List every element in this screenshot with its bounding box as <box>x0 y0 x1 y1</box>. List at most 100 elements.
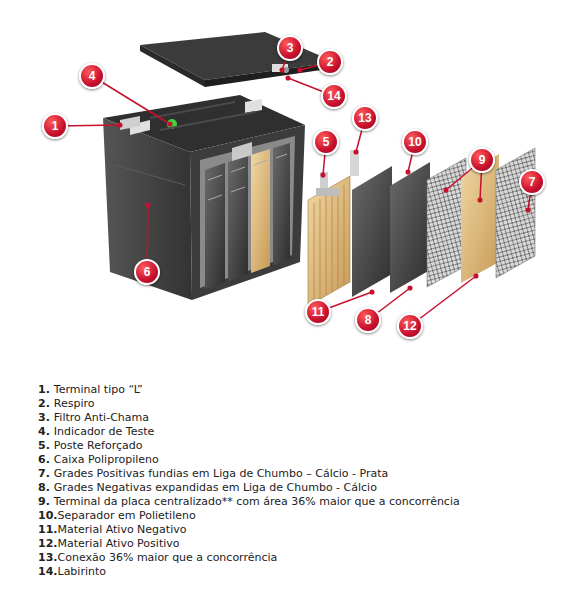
item-text: Indicador de Teste <box>54 425 154 438</box>
item-text: Respiro <box>54 397 95 410</box>
illustration-part <box>140 45 205 87</box>
illustration-part <box>205 163 225 289</box>
item-text: Filtro Anti-Chama <box>54 411 149 424</box>
callout-number: 13 <box>358 112 371 124</box>
item-number: 6. <box>38 453 50 466</box>
item-number: 12. <box>38 537 58 550</box>
illustration-part <box>408 286 412 290</box>
callout-number: 12 <box>403 320 416 332</box>
item-number: 7. <box>38 467 50 480</box>
callout-circle: 5 <box>313 129 339 155</box>
positive-grid <box>496 148 535 278</box>
item-number: 1. <box>38 383 50 396</box>
callout-number: 8 <box>365 314 372 326</box>
item-text: Conexão 36% maior que a concorrência <box>58 551 278 564</box>
callout-circle: 13 <box>352 105 378 131</box>
illustration-part <box>200 136 295 288</box>
callout-circle: 3 <box>277 35 303 61</box>
callout-circle: 8 <box>355 307 381 333</box>
illustration-part <box>273 143 290 265</box>
illustration-part <box>474 274 478 278</box>
callout-circle: 2 <box>317 49 343 75</box>
illustration-part <box>120 116 140 130</box>
item-number: 10. <box>38 509 58 522</box>
illustration-part <box>280 68 284 72</box>
item-text: Grades Negativas expandidas em Liga de C… <box>54 481 377 494</box>
callout-circle: 4 <box>79 63 105 89</box>
illustration-part <box>150 102 255 130</box>
item-text: Material Ativo Positivo <box>58 537 180 550</box>
battery-lid <box>140 32 335 87</box>
legend-row: 1. Terminal tipo “L” <box>38 383 143 396</box>
illustration-part <box>140 32 335 80</box>
legend-row: 5.Poste Reforçado <box>38 439 142 452</box>
item-text: Material Ativo Negativo <box>58 523 187 536</box>
callout-circle: 6 <box>134 259 160 285</box>
item-number: 4. <box>38 425 50 438</box>
illustration-part <box>208 154 287 200</box>
illustration-part <box>314 185 344 302</box>
illustration-part <box>354 150 358 154</box>
illustration-part <box>316 188 340 196</box>
callout-circle: 12 <box>397 313 423 339</box>
illustration-part <box>205 62 335 87</box>
item-number: 14. <box>38 565 58 578</box>
item-number: 13. <box>38 551 58 564</box>
illustration-part <box>478 198 482 202</box>
callout-number: 11 <box>312 306 325 318</box>
callout-number: 6 <box>144 266 151 278</box>
callout-circle: 7 <box>519 169 545 195</box>
illustration-part <box>272 64 288 72</box>
callout-circle: 1 <box>42 113 68 139</box>
callout-number: 10 <box>408 136 421 148</box>
illustration-part <box>308 176 350 306</box>
illustration-part <box>146 203 150 207</box>
illustration-part <box>370 290 374 294</box>
legend-row: 12.Material Ativo Positivo <box>38 537 180 550</box>
illustration-part <box>286 76 290 80</box>
callout-number: 5 <box>323 136 330 148</box>
negative-plate <box>390 162 430 293</box>
battery-case <box>103 95 305 300</box>
illustration-part <box>298 68 302 72</box>
item-number: 2. <box>38 397 50 410</box>
illustration-part <box>245 99 262 113</box>
illustration-part <box>103 118 192 300</box>
item-text: Terminal da placa centralizado** com áre… <box>54 495 460 508</box>
callout-number: 9 <box>479 154 486 166</box>
item-text: Grades Positivas fundias em Liga de Chum… <box>54 467 388 480</box>
illustration-part <box>168 122 172 126</box>
callout-number: 14 <box>327 90 340 102</box>
item-text: Terminal tipo “L” <box>54 383 143 396</box>
illustration-part <box>321 173 325 177</box>
illustration-part <box>92 76 170 124</box>
illustration-part <box>251 149 270 273</box>
callout-number: 7 <box>529 176 536 188</box>
item-number: 8. <box>38 481 50 494</box>
callout-number: 3 <box>287 42 294 54</box>
item-number: 9. <box>38 495 50 508</box>
item-text: Caixa Polipropileno <box>54 453 159 466</box>
illustration-part <box>350 150 359 176</box>
legend-row: 4. Indicador de Teste <box>38 425 154 438</box>
illustration-part <box>444 188 448 192</box>
illustration-part <box>526 208 530 212</box>
callout-circle: 14 <box>321 83 347 109</box>
callout-number: 4 <box>89 70 96 82</box>
illustration-part <box>406 170 410 174</box>
separator <box>352 166 392 297</box>
illustration-part <box>228 156 248 281</box>
callout-number: 1 <box>52 120 59 132</box>
callout-number: 2 <box>327 56 334 68</box>
positive-plate-group <box>308 150 359 306</box>
item-text: Separador em Polietileno <box>58 509 196 522</box>
legend-row: 7. Grades Positivas fundias em Liga de Ch… <box>38 467 388 480</box>
legend-row: 9. Terminal da placa centralizado** com á… <box>38 495 460 508</box>
legend-row: 11.Material Ativo Negativo <box>38 523 186 536</box>
item-number: 3. <box>38 411 50 424</box>
illustration-part <box>118 123 122 127</box>
legend-row: 14.Labirinto <box>38 565 106 578</box>
legend-row: 13.Conexão 36% maior que a concorrência <box>38 551 277 564</box>
illustration-part <box>115 165 185 185</box>
